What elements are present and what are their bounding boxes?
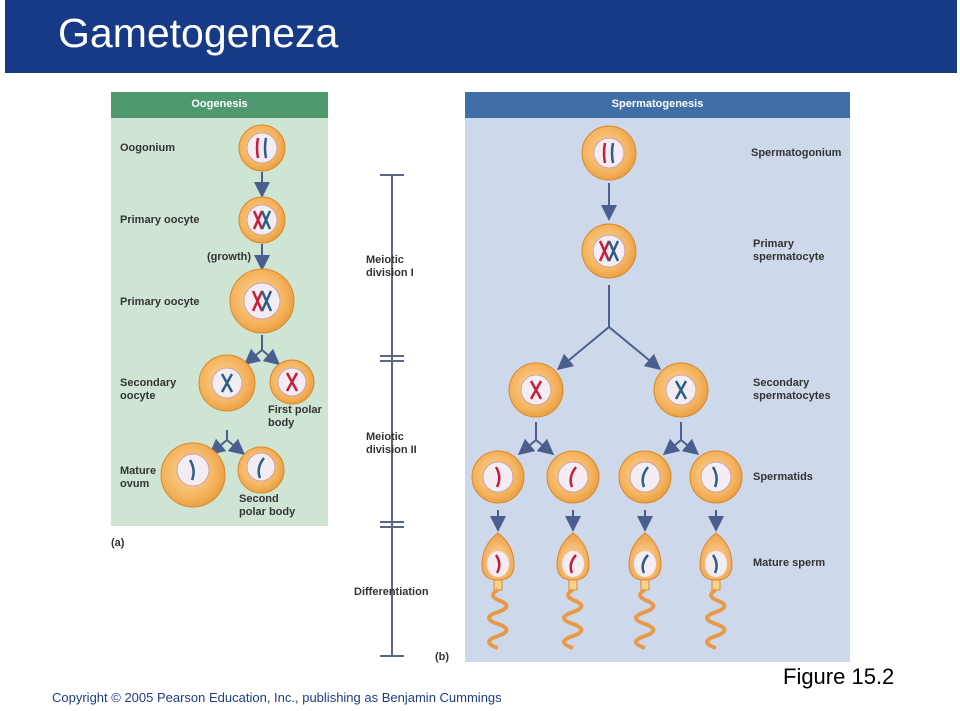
label-primary-oocyte: Primary oocyte: [120, 214, 200, 226]
secondary-spermatocyte-cell: [508, 362, 564, 418]
primary-spermatocyte-cell: [581, 223, 637, 279]
figure-label: Figure 15.2: [783, 664, 895, 689]
label-mature-sperm: Mature sperm: [753, 557, 826, 569]
oogenesis-header: Oogenesis: [191, 98, 248, 110]
mature-sperm: [556, 532, 590, 650]
branch-arrow: [517, 422, 700, 456]
label-differentiation: Differentiation: [354, 586, 429, 598]
label-first-polar-body: First polar body: [268, 404, 322, 429]
spermatogonium-cell: [581, 125, 637, 181]
mature-sperm: [481, 532, 515, 650]
branch-arrow: [556, 285, 662, 371]
label-second-polar-body: Second polar body: [239, 493, 296, 518]
label-growth: (growth): [207, 251, 251, 263]
label-secondary-oocyte: Secondary oocyte: [120, 377, 177, 402]
secondary-oocyte-cell: [198, 354, 256, 412]
spermatid-cell: [618, 450, 672, 504]
timeline: [380, 174, 404, 657]
first-polar-body-cell: [269, 359, 315, 405]
title-bar: Gametogeneza: [5, 0, 957, 73]
copyright-text: Copyright © 2005 Pearson Education, Inc.…: [52, 690, 502, 705]
spermatogenesis-header: Spermatogenesis: [611, 98, 704, 110]
branch-arrow: [243, 335, 281, 366]
panel-label-b: (b): [435, 651, 450, 663]
mature-sperm: [628, 532, 662, 650]
secondary-spermatocyte-cell: [653, 362, 709, 418]
label-mature-ovum: Mature ovum: [120, 465, 157, 490]
panel-label-a: (a): [111, 537, 125, 549]
mature-sperm: [699, 532, 733, 650]
arrows-to-sperm: [490, 510, 724, 532]
branch-arrow: [208, 430, 246, 456]
label-meiotic-division-2: Meiotic division II: [366, 431, 417, 456]
label-primary-oocyte-grown: Primary oocyte: [120, 296, 200, 308]
spermatid-cell: [546, 450, 600, 504]
primary-oocyte-grown-cell: [229, 268, 295, 334]
label-primary-spermatocyte: Primary spermatocyte: [753, 238, 825, 263]
spermatid-cell: [471, 450, 525, 504]
oogonium-cell: [238, 124, 286, 172]
mature-ovum-cell: [160, 442, 226, 508]
second-polar-body-cell: [237, 446, 285, 494]
label-meiotic-division-1: Meiotic division I: [366, 254, 414, 279]
oogenesis-header-bar: [111, 92, 328, 118]
primary-oocyte-cell: [238, 196, 286, 244]
label-spermatogonium: Spermatogonium: [751, 147, 842, 159]
label-secondary-spermatocytes: Secondary spermatocytes: [753, 377, 831, 402]
label-oogonium: Oogonium: [120, 142, 175, 154]
spermatid-cell: [689, 450, 743, 504]
spermatogenesis-header-bar: [465, 92, 850, 118]
label-spermatids: Spermatids: [753, 471, 813, 483]
slide-title: Gametogeneza: [58, 10, 339, 56]
